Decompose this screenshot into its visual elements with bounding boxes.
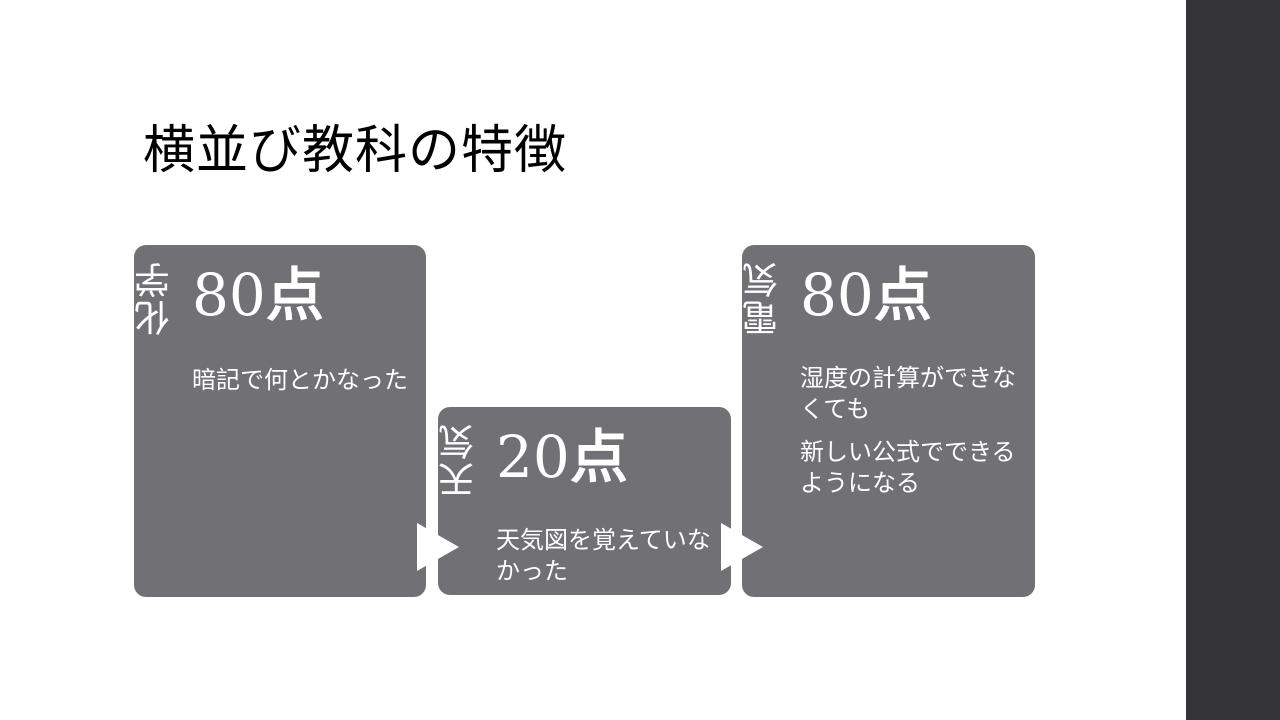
card-electricity: 電気 80点 湿度の計算ができなくても 新しい公式でできるようになる bbox=[742, 245, 1035, 597]
chevron-right-icon bbox=[417, 523, 459, 571]
card-weather: 天気 20点 天気図を覚えていなかった bbox=[438, 407, 731, 595]
score-value: 20 bbox=[496, 423, 570, 491]
note: 天気図を覚えていなかった bbox=[496, 526, 711, 585]
score-value: 80 bbox=[800, 261, 874, 329]
subject-label: 電気 bbox=[743, 260, 784, 336]
note: 新しい公式でできるようになる bbox=[800, 438, 1016, 497]
score: 80点 bbox=[192, 259, 324, 331]
chevron-right-icon bbox=[721, 523, 763, 571]
slide-title: 横並び教科の特徴 bbox=[143, 121, 568, 181]
side-bar bbox=[1186, 0, 1280, 720]
notes: 暗記で何とかなった bbox=[192, 365, 417, 408]
score-unit: 点 bbox=[873, 261, 932, 329]
score-unit: 点 bbox=[569, 423, 628, 491]
notes: 天気図を覚えていなかった bbox=[496, 525, 721, 599]
card-chemistry: 化学 80点 暗記で何とかなった bbox=[134, 245, 426, 597]
subject-label: 天気 bbox=[439, 422, 480, 498]
score-value: 80 bbox=[192, 261, 266, 329]
note: 暗記で何とかなった bbox=[192, 366, 408, 394]
score-unit: 点 bbox=[265, 261, 324, 329]
score: 20点 bbox=[496, 421, 628, 493]
notes: 湿度の計算ができなくても 新しい公式でできるようになる bbox=[800, 363, 1025, 511]
subject-label: 化学 bbox=[135, 260, 176, 336]
note: 湿度の計算ができなくても bbox=[800, 364, 1016, 423]
score: 80点 bbox=[800, 259, 932, 331]
